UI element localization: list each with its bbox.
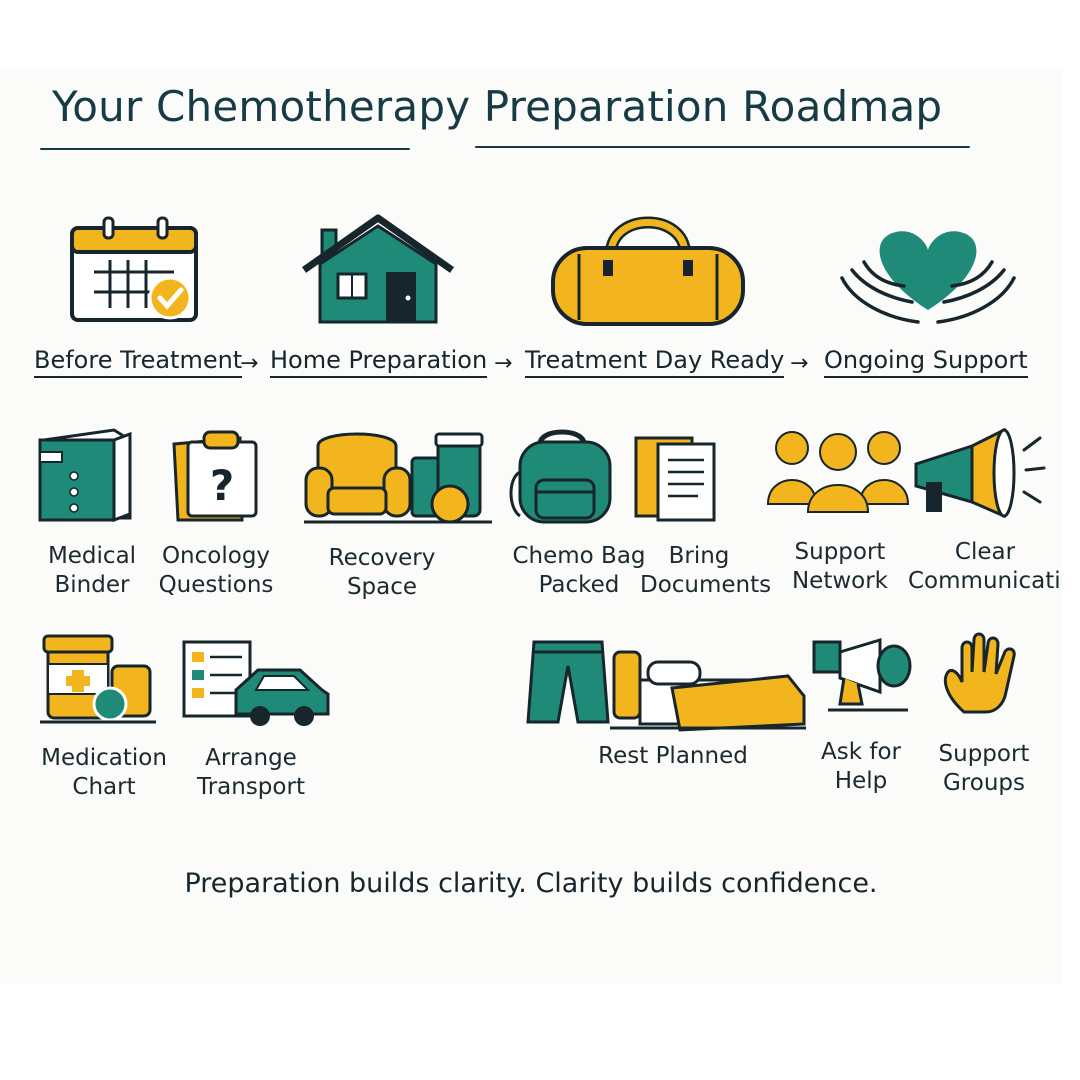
title-underline-right	[475, 146, 970, 148]
documents-icon	[634, 436, 716, 522]
backpack-icon	[509, 429, 612, 524]
tagline: Preparation builds clarity. Clarity buil…	[184, 868, 878, 899]
stage-label-ongoing-support: Ongoing Support	[824, 346, 1028, 378]
checklist-car-icon	[182, 640, 330, 726]
title-underline	[40, 148, 410, 150]
arrow-icon: →	[240, 351, 259, 376]
heart-hands-icon	[840, 231, 1016, 324]
megaphone-icon	[914, 427, 1046, 519]
svg-text:?: ?	[210, 461, 234, 510]
stage-label-home-preparation: Home Preparation	[270, 346, 488, 378]
page-title: Your Chemotherapy Preparation Roadmap	[52, 82, 943, 131]
item-label-rest-planned: Rest Planned	[598, 743, 748, 769]
calendar-check-icon	[70, 216, 198, 322]
bed-pants-icon	[610, 650, 806, 732]
medicine-bottles-icon	[40, 634, 156, 724]
arrow-icon: →	[790, 351, 809, 376]
item-label-clear-communication: ClearCommunication	[908, 539, 1062, 594]
armchair-icon	[304, 432, 492, 524]
stage-label-treatment-day-ready: Treatment Day Ready	[525, 346, 785, 378]
paper-background	[0, 68, 1062, 983]
duffel-bag-icon	[551, 216, 745, 326]
megaphone-small-icon	[812, 637, 912, 712]
arrow-icon: →	[494, 351, 513, 376]
house-icon	[301, 214, 455, 324]
binder-icon	[38, 428, 132, 523]
raised-hand-icon	[943, 632, 1016, 714]
people-group-icon	[766, 431, 910, 513]
pants-icon	[526, 640, 610, 724]
stage-label-before-treatment: Before Treatment	[34, 346, 243, 378]
clipboard-question-icon: ?	[172, 430, 258, 522]
